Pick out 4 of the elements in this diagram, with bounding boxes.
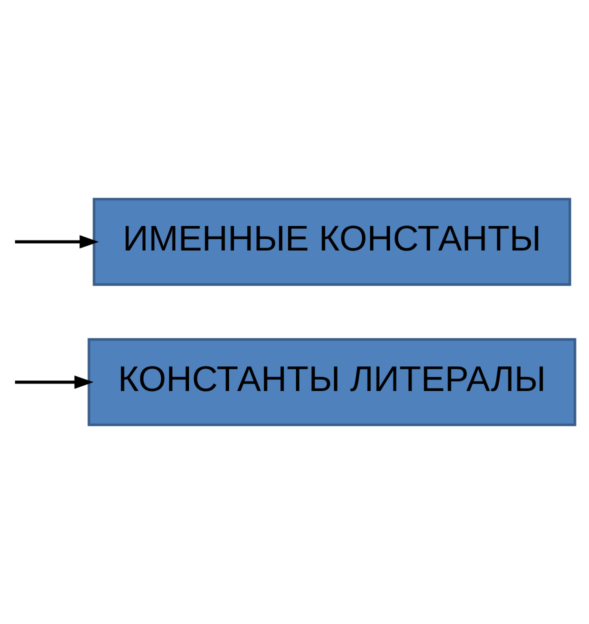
arrow	[15, 375, 94, 389]
node-box: КОНСТАНТЫ ЛИТЕРАЛЫ	[88, 338, 576, 426]
arrow	[15, 235, 99, 249]
node-box: ИМЕННЫЕ КОНСТАНТЫ	[92, 198, 572, 286]
